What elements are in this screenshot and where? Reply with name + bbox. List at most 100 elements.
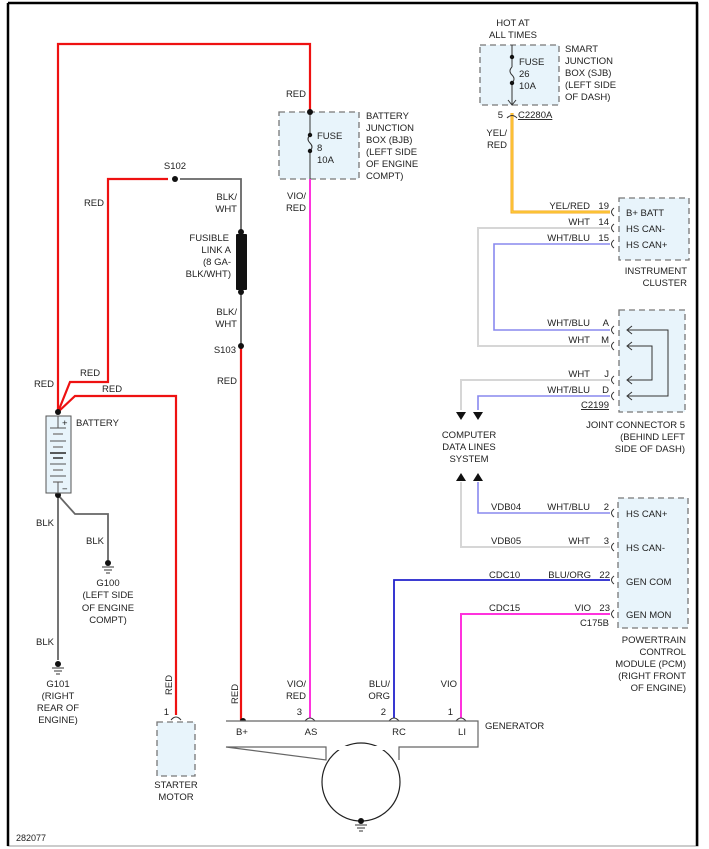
data-arrow-up-left — [456, 473, 466, 481]
wire-wht-blu-jc-d-to-data — [477, 395, 610, 410]
ic-pin-19-cup — [611, 207, 615, 217]
jc-connector: C2199 — [581, 400, 609, 411]
wire-label-blk-1: BLK — [36, 518, 55, 529]
pcm-box — [617, 497, 689, 629]
bjb-name-2: JUNCTION — [366, 123, 414, 134]
bjb-name-1: BATTERY — [366, 111, 410, 122]
generator-ground-symbol — [355, 818, 367, 832]
gen-pin-3: 3 — [297, 707, 302, 718]
g101-name-3: REAR OF — [37, 703, 79, 714]
fusible-wire-bottom-1: BLK/ — [216, 307, 237, 318]
wire-label-red-main: RED — [34, 379, 54, 390]
fusible-wire-top-2: WHT — [215, 204, 237, 215]
pcm-circuit-23: CDC15 — [489, 603, 520, 614]
wire-label-red-s102: RED — [84, 198, 104, 209]
gen-wire-li: VIO — [441, 679, 457, 690]
gen-terminal-as: AS — [305, 727, 318, 738]
wire-label-red-starter: RED — [102, 384, 122, 395]
generator-mask — [327, 746, 398, 750]
gen-terminal-li: LI — [458, 727, 466, 738]
starter-pin-1-cup — [170, 716, 182, 721]
bjb-name-3: BOX (BJB) — [366, 135, 412, 146]
bjb-wire-in: RED — [286, 89, 306, 100]
ic-pin-19: 19 — [598, 201, 609, 212]
data-arrow-down-left — [456, 412, 466, 420]
wire-wht-ic-to-jc-m — [477, 227, 610, 347]
sjb-pin-5-cup — [506, 115, 518, 119]
bjb-name-5: OF ENGINE — [366, 159, 418, 170]
wire-yel-red-inner — [511, 113, 610, 213]
splice-s102-dot — [172, 176, 178, 182]
ground-g100-symbol — [102, 560, 114, 574]
fusible-dot-bottom — [238, 289, 244, 295]
starter-name-1: STARTER — [154, 780, 198, 791]
ic-wire-19: YEL/RED — [549, 201, 590, 212]
data-arrow-down-right — [473, 412, 483, 420]
gen-wire-rc-1: BLU/ — [369, 679, 390, 690]
pcm-signal-gen-com: GEN COM — [626, 577, 671, 588]
bjb-fuse-element — [307, 134, 313, 152]
g100-name-4: COMPT) — [89, 615, 126, 626]
fusible-name-1: FUSIBLE — [189, 233, 229, 244]
sjb-name-1: SMART — [565, 44, 598, 55]
jc-name-1: JOINT CONNECTOR 5 — [586, 420, 685, 431]
gen-pin-1-cup — [455, 717, 467, 722]
bjb-name-6: COMPT) — [366, 171, 403, 182]
data-lines-3: SYSTEM — [449, 454, 488, 465]
sjb-name-3: BOX (SJB) — [565, 68, 611, 79]
pcm-pin-2: 2 — [604, 502, 609, 513]
gen-pin-1: 1 — [448, 707, 453, 718]
instrument-cluster-box — [618, 197, 690, 261]
jc-pin-a: A — [603, 318, 610, 329]
jc-pin-d-arrow — [626, 391, 633, 401]
bjb-input-dot — [307, 109, 313, 115]
wire-blk-to-g100 — [57, 494, 109, 560]
g101-name-4: ENGINE) — [38, 715, 78, 726]
g101-name-2: (RIGHT — [42, 691, 75, 702]
wire-red-battery-to-bjb — [56, 42, 312, 412]
jc-pin-a-arrow — [626, 325, 633, 335]
sjb-connector: C2280A — [518, 110, 553, 121]
ic-name-1: INSTRUMENT — [625, 266, 687, 277]
ground-g101-symbol — [52, 661, 64, 675]
gen-pin-2-cup — [388, 717, 400, 722]
data-lines-2: DATA LINES — [442, 442, 496, 453]
gen-pin-2: 2 — [381, 707, 386, 718]
wire-red-battery-to-starter — [57, 394, 178, 715]
wire-wht-jc-j-to-data — [460, 379, 610, 410]
splice-s103-dot — [238, 343, 244, 349]
ic-wire-15: WHT/BLU — [547, 233, 590, 244]
fusible-dot-top — [238, 229, 244, 235]
wire-label-blk-3: BLK — [36, 637, 55, 648]
bjb-box — [278, 111, 360, 180]
sjb-hot-line2: ALL TIMES — [489, 30, 537, 41]
fusible-wire-bottom-2: WHT — [215, 319, 237, 330]
wire-label-blk-2: BLK — [86, 536, 105, 547]
sjb-out-arrow — [507, 99, 517, 106]
jc-pin-d: D — [602, 385, 609, 396]
jc-wire-d: WHT/BLU — [547, 385, 590, 396]
pcm-name-2: CONTROL — [640, 647, 686, 658]
wire-label-red-s103: RED — [217, 376, 237, 387]
starter-name-2: MOTOR — [158, 792, 193, 803]
fusible-wire-top-1: BLK/ — [216, 192, 237, 203]
starter-motor-box — [156, 721, 196, 777]
jc-pin-m-cup — [611, 341, 615, 351]
ic-name-2: CLUSTER — [643, 278, 687, 289]
sjb-wire-2: RED — [487, 140, 507, 151]
gen-wire-as-1: VIO/ — [287, 679, 306, 690]
jc-pin-m: M — [601, 335, 609, 346]
splice-s103-label: S103 — [214, 345, 236, 356]
wire-red-battery-to-s102 — [56, 177, 168, 413]
wire-cdc15 — [460, 613, 610, 718]
wire-wht-blu-ic-to-jc-a — [493, 243, 610, 331]
ic-pin-14-cup — [611, 223, 615, 233]
bjb-fuse-rating: 10A — [317, 155, 335, 166]
sjb-fuse-number: 26 — [519, 69, 530, 80]
starter-pin: 1 — [164, 707, 169, 718]
pcm-wire-23: VIO — [575, 603, 591, 614]
pcm-wire-3: WHT — [568, 536, 590, 547]
jc-pin-d-cup — [611, 391, 615, 401]
jc-pin-a-cup — [611, 325, 615, 335]
